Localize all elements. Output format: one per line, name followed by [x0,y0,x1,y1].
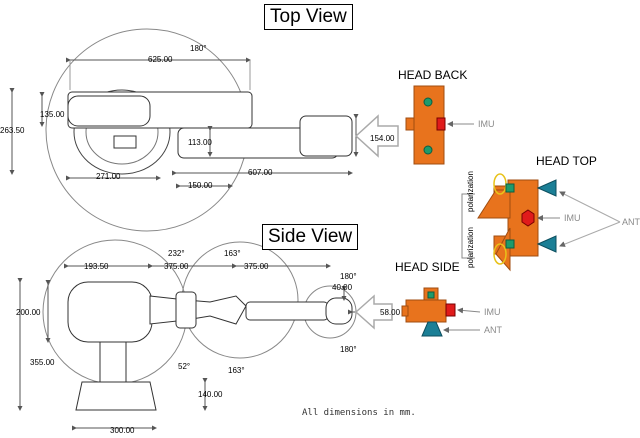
side-seg2-label: 375.00 [164,262,189,271]
polarization-label-lower: polarization [466,227,475,268]
side-angle-bottom-right-label: 180° [340,345,357,354]
head-top-imu-hex [521,209,535,227]
top-end-width-label: 154.00 [370,134,395,143]
head-side-title: HEAD SIDE [395,260,460,274]
side-view-tip [325,297,353,325]
head-side-diagram [401,287,481,337]
top-view-drawing [9,28,359,232]
ant-top-label: ANT [622,217,640,227]
polarization-label-upper: polarization [466,171,475,212]
side-view-title: Side View [262,224,359,250]
head-back-diagram [405,85,474,165]
head-top-horn-upper [477,189,511,219]
head-top-antenna-upper [536,179,557,197]
top-arm-length-label: 607.00 [248,168,273,177]
head-side-imu-block [445,303,456,317]
head-top-diagram [461,173,621,272]
head-top-title: HEAD TOP [536,154,597,168]
top-view-title: Top View [264,4,353,30]
side-view-base [75,381,157,411]
top-view-head-cap [67,95,151,127]
head-back-imu-block [436,117,446,131]
polarization-loop-lower [493,243,507,265]
side-view-to-head-side-arrow [354,294,393,330]
side-view-arm [149,295,247,325]
top-view-to-head-back-arrow [354,114,399,158]
side-view-drawing [17,239,391,431]
side-view-forearm [245,301,329,321]
top-view-arm-tip [299,115,353,157]
side-view-body [67,281,153,343]
imu-back-label: IMU [478,119,495,129]
top-view-base-disc [73,89,171,175]
head-side-antenna [421,321,443,337]
top-inner-height-label: 135.00 [40,110,65,119]
side-tip-width-label: 58.00 [380,308,401,317]
side-seg1-label: 193.50 [84,262,109,271]
ant-side-label: ANT [484,325,502,335]
head-top-antenna-lower [536,235,557,253]
side-angle-mid-label: 163° [224,249,241,258]
imu-side-label: IMU [484,307,501,317]
side-base-height-label: 140.00 [198,390,223,399]
side-tip-height-label: 40.00 [332,283,353,292]
top-angle-label: 180° [190,44,207,53]
top-view-bracket [113,135,137,149]
side-angle-lower-label: 163° [228,366,245,375]
head-back-sensor-top [423,97,433,107]
top-length-label: 625.00 [148,55,173,64]
side-angle-right-top-label: 180° [340,272,357,281]
head-back-sensor-bottom [423,145,433,155]
side-seg3-label: 375.00 [244,262,269,271]
imu-top-label: IMU [564,213,581,223]
side-view-column [99,341,127,383]
side-angle-small-label: 52° [178,362,191,371]
side-height-total-label: 355.00 [30,358,55,367]
dimensions-note: All dimensions in mm. [302,408,416,418]
side-angle-left-label: 232° [168,249,185,258]
head-back-title: HEAD BACK [398,68,468,82]
top-height-label: 263.50 [0,126,25,135]
side-base-width-label: 300.00 [110,426,135,435]
top-arm-height-label: 113.00 [188,138,212,147]
top-arm-offset-label: 150.00 [188,181,213,190]
top-base-length-label: 271.00 [96,172,121,181]
head-side-body [405,299,447,323]
side-body-height-label: 200.00 [16,308,41,317]
